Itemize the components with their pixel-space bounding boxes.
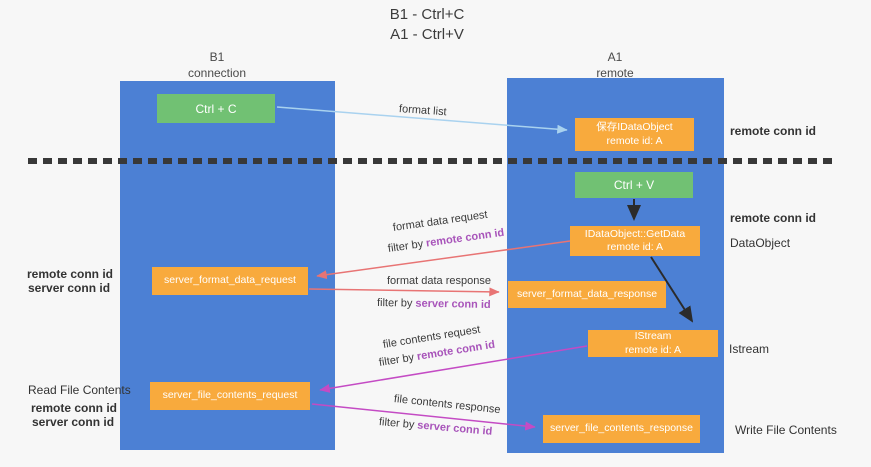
- edge-label-format-list: format list: [398, 103, 447, 119]
- node-server-format-data-request: server_format_data_request: [152, 267, 308, 295]
- edge-label-file-contents-response: file contents response: [393, 393, 502, 417]
- node-ctrl-c-label: Ctrl + C: [195, 101, 237, 116]
- node-ctrl-c: Ctrl + C: [157, 94, 275, 123]
- node-ctrl-v-label: Ctrl + V: [613, 178, 655, 192]
- title-line-2: A1 - Ctrl+V: [390, 26, 464, 44]
- node-file-response-label: server_file_contents_response: [549, 422, 693, 435]
- lane-a1-role: remote: [596, 65, 634, 80]
- node-getdata-line2: remote id: A: [606, 241, 664, 253]
- node-idataobject-getdata: IDataObject::GetData remote id: A: [570, 226, 700, 256]
- node-store-idataobject-line1: 保存IDataObject: [596, 121, 673, 134]
- edge-label-format-data-response: format data response: [387, 275, 491, 287]
- lane-header-a1: A1 remote: [515, 50, 715, 81]
- title-line-1: B1 - Ctrl+C: [389, 6, 465, 23]
- side-label-write-file-contents: Write File Contents: [735, 423, 837, 437]
- side-label-server-conn-id-left-top: server conn id: [28, 281, 111, 295]
- side-label-server-conn-id-left-bottom: server conn id: [32, 415, 115, 429]
- node-format-request-label: server_format_data_request: [164, 274, 296, 287]
- node-getdata-line1: IDataObject::GetData: [584, 227, 686, 240]
- node-server-file-contents-response: server_file_contents_response: [543, 415, 700, 443]
- lane-b1-name: B1: [209, 50, 225, 64]
- dashed-separator: [28, 158, 835, 164]
- diagram-title: B1 - Ctrl+C A1 - Ctrl+V: [287, 5, 567, 46]
- node-store-idataobject: 保存IDataObject remote id: A: [575, 118, 694, 151]
- arrow-format-data-response: [308, 287, 500, 297]
- node-istream: IStream remote id: A: [588, 330, 718, 357]
- side-label-remote-conn-id-left-bottom: remote conn id: [31, 401, 118, 415]
- side-label-istream: Istream: [729, 342, 770, 356]
- lane-header-b1: B1 connection: [117, 50, 317, 81]
- node-store-idataobject-line2: remote id: A: [606, 134, 663, 147]
- node-format-response-label: server_format_data_response: [516, 287, 658, 300]
- filter-by-text: filter by: [378, 351, 415, 369]
- lane-b1-role: connection: [187, 65, 247, 80]
- node-file-request-label: server_file_contents_request: [162, 389, 298, 402]
- node-server-file-contents-request: server_file_contents_request: [150, 382, 310, 410]
- remote-conn-id-text: remote conn id: [425, 226, 506, 250]
- side-label-remote-conn-id-top-right: remote conn id: [730, 124, 817, 138]
- node-istream-line1: IStream: [634, 330, 672, 343]
- filter-by-text: filter by: [376, 297, 413, 310]
- server-conn-id-text: server conn id: [416, 419, 493, 438]
- server-conn-id-text: server conn id: [415, 297, 491, 311]
- filter-by-text: filter by: [378, 416, 415, 432]
- side-label-remote-conn-id-mid-right: remote conn id: [730, 211, 817, 225]
- node-server-format-data-response: server_format_data_response: [508, 281, 666, 308]
- side-label-remote-conn-id-left-top: remote conn id: [27, 267, 114, 281]
- side-label-read-file-contents: Read File Contents: [28, 383, 131, 397]
- node-istream-line2: remote id: A: [624, 343, 682, 356]
- side-label-dataobject: DataObject: [730, 236, 791, 250]
- filter-by-text: filter by: [387, 238, 424, 255]
- lane-a1-name: A1: [607, 50, 623, 64]
- node-ctrl-v: Ctrl + V: [575, 172, 693, 198]
